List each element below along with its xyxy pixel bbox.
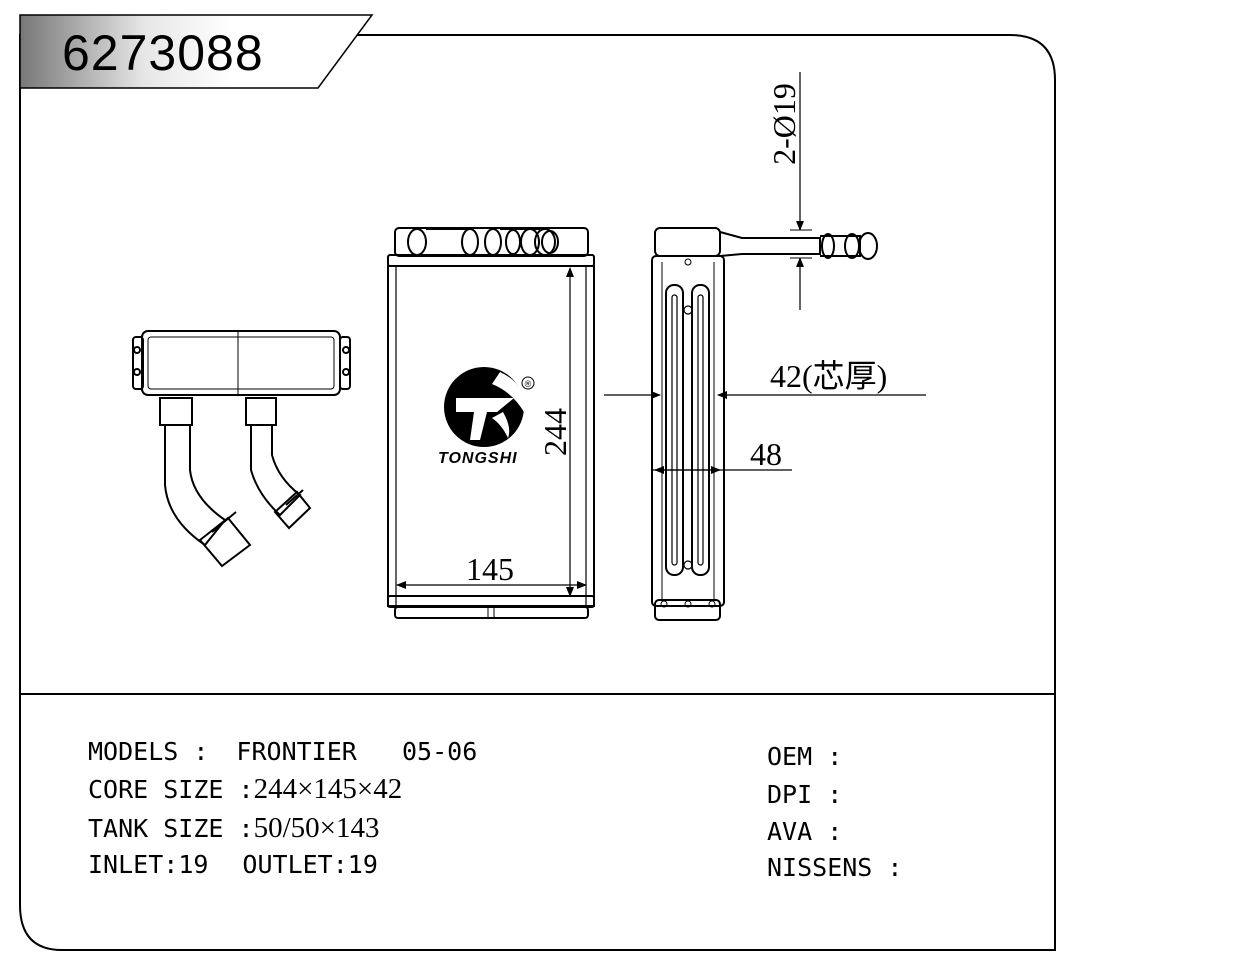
spec-tank-size: TANK SIZE : 50/50×143 xyxy=(88,812,380,845)
ref-nissens: NISSENS : xyxy=(767,853,903,882)
dim-tank-depth-label: 48 xyxy=(750,436,782,472)
dim-width-label: 145 xyxy=(466,551,514,587)
core-size-value: 244×145×42 xyxy=(253,773,403,805)
inlet-value: 19 xyxy=(178,850,209,879)
registered-mark: ® xyxy=(525,379,532,389)
part-number: 6273088 xyxy=(62,25,264,81)
front-view-core xyxy=(387,227,595,619)
dim-pipe-label: 2-Ø19 xyxy=(766,83,802,165)
tongshi-logo: ® TONGSHI xyxy=(438,367,535,467)
core-size-label: CORE SIZE : xyxy=(88,775,254,804)
models-label: MODELS : xyxy=(88,737,209,766)
sheet-border xyxy=(19,34,1056,951)
spec-core-size: CORE SIZE : 244×145×42 xyxy=(88,773,402,806)
brand-name: TONGSHI xyxy=(438,450,518,467)
tank-size-value: 50/50×143 xyxy=(253,812,380,844)
dim-tank-depth: 48 xyxy=(652,436,792,474)
ref-oem: OEM : xyxy=(767,742,843,771)
end-view-core xyxy=(651,227,878,621)
dim-height: 244 xyxy=(537,267,574,597)
ref-dpi: DPI : xyxy=(767,780,843,809)
dim-core-thickness: 42(芯厚) xyxy=(604,358,926,399)
models-value: FRONTIER 05-06 xyxy=(236,737,478,766)
part-number-tab xyxy=(19,14,374,89)
outlet-value: 19 xyxy=(347,850,378,879)
spec-inlet-outlet: INLET: 19 OUTLET: 19 xyxy=(88,850,378,879)
dim-height-label: 244 xyxy=(537,408,573,456)
spec-models: MODELS : FRONTIER 05-06 xyxy=(88,737,477,766)
ref-ava: AVA : xyxy=(767,817,843,846)
inlet-label: INLET: xyxy=(88,850,179,879)
tank-size-label: TANK SIZE : xyxy=(88,814,254,843)
dim-width: 145 xyxy=(396,551,587,589)
outlet-label: OUTLET: xyxy=(242,850,348,879)
dim-core-thickness-label: 42(芯厚) xyxy=(770,358,887,394)
side-view-tank xyxy=(132,330,351,568)
dim-pipe: 2-Ø19 xyxy=(766,72,812,310)
